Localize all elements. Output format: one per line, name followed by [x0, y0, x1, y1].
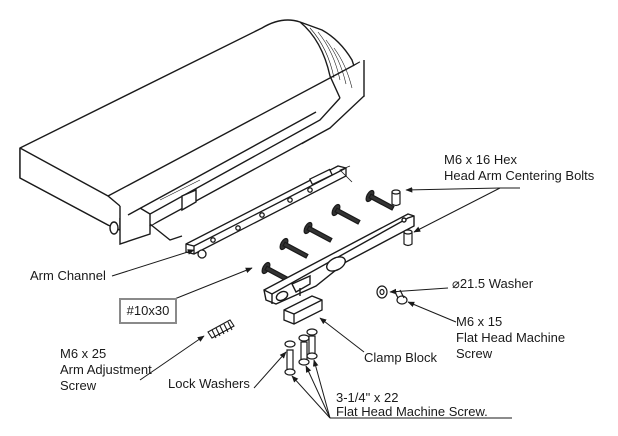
flat-head-screws-22 — [284, 335, 318, 376]
adj-screw-label-line3: Screw — [60, 378, 97, 393]
washer-label: ⌀21.5 Washer — [452, 276, 534, 291]
fh-screw22-label-line1: 3-1/4" x 22 — [336, 390, 399, 405]
fh-screw-label-line3: Screw — [456, 346, 493, 361]
fh-screw-label-line2: Flat Head Machine — [456, 330, 566, 345]
door-panel — [19, 19, 365, 245]
lock-washers-label: Lock Washers — [168, 376, 250, 391]
clamp-block — [283, 295, 323, 325]
lock-washers — [284, 328, 318, 348]
m6x15-screw — [393, 289, 408, 305]
fh-screw-label-line1: M6 x 15 — [456, 314, 503, 329]
centering-bolts — [391, 189, 413, 247]
fh-screw22-label-line2: Flat Head Machine Screw. — [336, 404, 488, 419]
centering-bolts-label-line1: M6 x 16 Hex — [444, 152, 517, 167]
centering-bolts-label-line2: Head Arm Centering Bolts — [444, 168, 595, 183]
leader-lines — [111, 187, 520, 419]
adj-screw-label-line2: Arm Adjustment — [60, 362, 152, 377]
arm-adjustment-screw — [207, 319, 235, 339]
clamp-block-label: Clamp Block — [364, 350, 437, 365]
arm-channel-label: Arm Channel — [30, 268, 106, 283]
adj-screw-label-line1: M6 x 25 — [60, 346, 107, 361]
size-callout-box: #10x30 — [119, 298, 177, 324]
arm-channel-plate — [185, 165, 347, 259]
washer-21-5 — [376, 285, 388, 299]
door-arm — [263, 213, 415, 305]
channel-screws — [261, 165, 395, 282]
